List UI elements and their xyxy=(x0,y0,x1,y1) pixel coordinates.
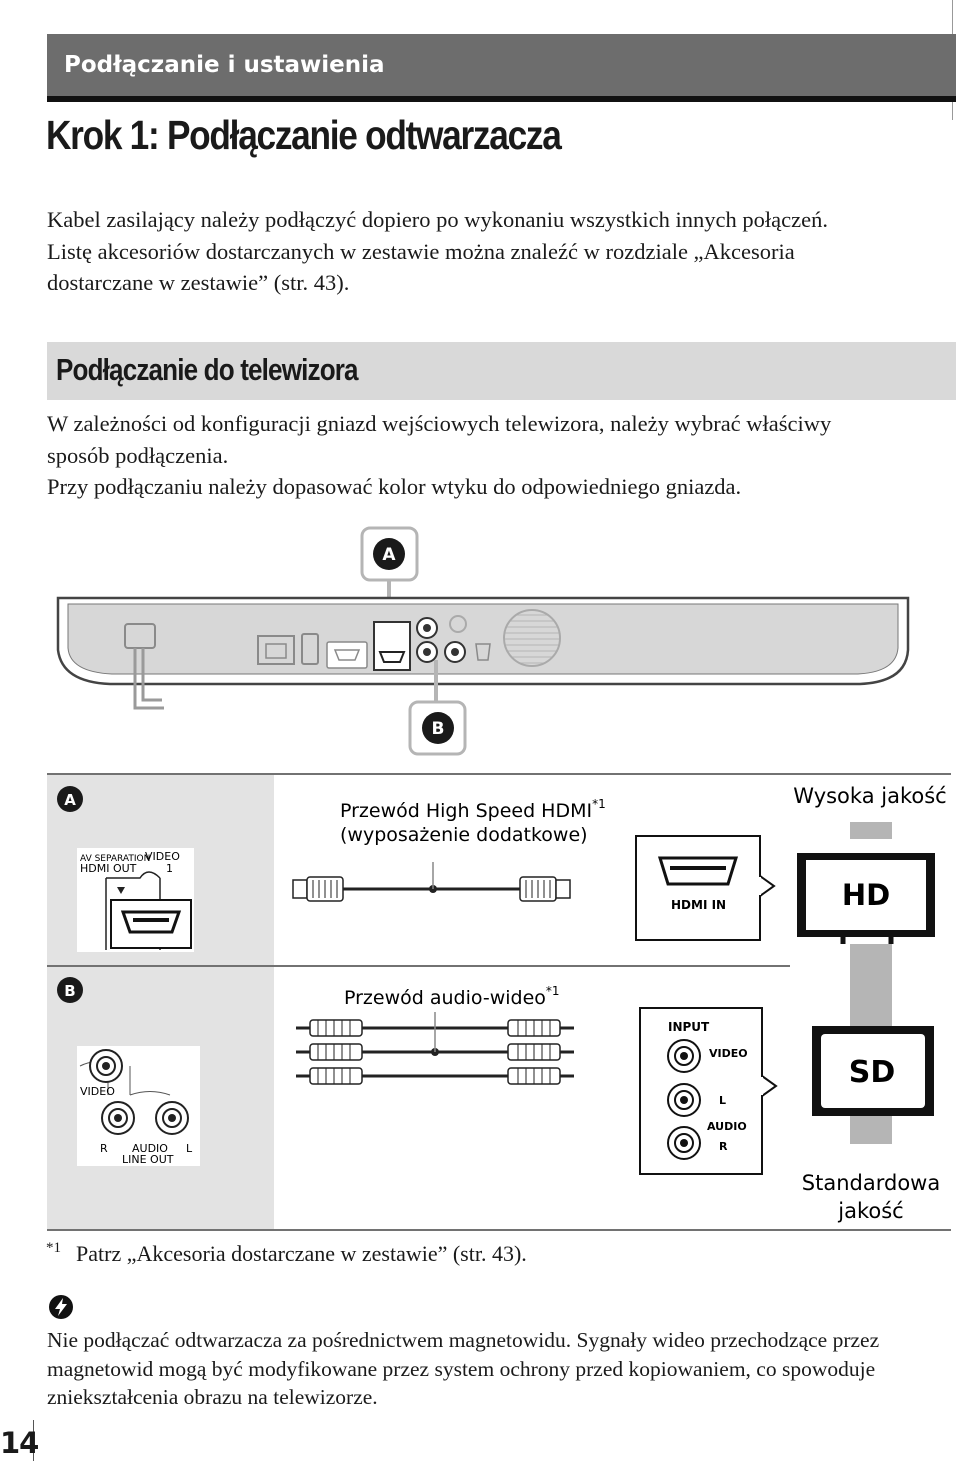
quality-standard-line1: Standardowa xyxy=(802,1171,940,1195)
intro-line: dostarczane w zestawie” (str. 43). xyxy=(47,270,350,295)
quality-standard-line2: jakość xyxy=(837,1199,903,1223)
jack-label-av-separation: AV SEPARATION xyxy=(80,854,150,864)
jack-label-video: VIDEO xyxy=(145,850,180,863)
tip-line: Nie podłączać odtwarzacza za pośrednictw… xyxy=(47,1328,880,1352)
tv-sd: SD xyxy=(812,1026,934,1116)
page-heading: Krok 1: Podłączanie odtwarzacza xyxy=(46,112,562,158)
tv-intro-paragraph: W zależności od konfiguracji gniazd wejś… xyxy=(47,408,952,503)
tv-hd-screen-label: HD xyxy=(842,878,890,912)
jack-label-hdmi-out: HDMI OUT xyxy=(80,862,137,875)
subsection-header-bar xyxy=(47,342,956,400)
jack-lineout-label: LINE OUT xyxy=(122,1153,174,1166)
tv-hd: HD xyxy=(797,853,935,944)
av-cable-icon xyxy=(296,1012,574,1085)
jack-audio-label: AUDIO xyxy=(132,1142,168,1155)
jack-video-label: VIDEO xyxy=(80,1085,115,1098)
tv-audio-label: AUDIO xyxy=(707,1120,747,1133)
page-number-rule xyxy=(33,1420,34,1461)
intro-paragraph: Kabel zasilający należy podłączyć dopier… xyxy=(47,204,952,299)
footnote-mark: *1 xyxy=(46,1240,61,1256)
tip-line: zniekształcenia obrazu na telewizorze. xyxy=(47,1385,378,1409)
footnote-text: Patrz „Akcesoria dostarczane w zestawie”… xyxy=(76,1241,527,1266)
tv-input-label: INPUT xyxy=(668,1020,710,1034)
hdmi-cable-icon xyxy=(292,862,571,902)
intro-line: Kabel zasilający należy podłączyć dopier… xyxy=(47,207,828,232)
callout-b-label: B xyxy=(432,719,445,739)
section-header-bar xyxy=(47,34,956,96)
row-a: A AV SEPARATION HDMI OUT VIDEO 1 Przewód… xyxy=(57,784,947,1026)
callout-b: B xyxy=(408,660,467,756)
jack-label-video-1: 1 xyxy=(166,862,173,875)
section-title: Podłączanie i ustawienia xyxy=(64,52,385,78)
tv-intro-line: Przy podłączaniu należy dopasować kolor … xyxy=(47,474,742,499)
av-cable-label: Przewód audio-wideo*1 xyxy=(344,984,560,1009)
connection-diagram: A B A AV SEPARA xyxy=(47,526,951,1231)
tv-port-label: HDMI IN xyxy=(671,898,726,912)
section-header-rule xyxy=(47,96,956,102)
tip-lightning-icon xyxy=(49,1295,73,1319)
intro-line: Listę akcesoriów dostarczanych w zestawi… xyxy=(47,238,795,264)
subsection-title: Podłączanie do telewizora xyxy=(56,352,359,387)
tv-intro-line: sposób podłączenia. xyxy=(47,442,229,468)
row-a-marker: A xyxy=(64,791,76,809)
row-b: B VIDEO R AUDIO L LINE OUT Przewód audio… xyxy=(57,977,940,1223)
tv-intro-line: W zależności od konfiguracji gniazd wejś… xyxy=(47,411,832,436)
tv-l-label: L xyxy=(719,1094,726,1107)
player-rear-panel xyxy=(56,596,910,710)
hdmi-cable-label: Przewód High Speed HDMI*1 xyxy=(340,797,606,822)
callout-a-label: A xyxy=(382,545,396,565)
tv-r-label: R xyxy=(719,1140,728,1153)
row-b-marker: B xyxy=(64,982,75,1000)
jack-l-label: L xyxy=(186,1142,193,1155)
quality-high-label: Wysoka jakość xyxy=(793,784,946,808)
jack-r-label: R xyxy=(100,1142,108,1155)
tv-hdmi-in-panel: HDMI IN xyxy=(635,835,776,941)
tip-paragraph: Nie podłączać odtwarzacza za pośrednictw… xyxy=(47,1326,952,1412)
page-number: 14 xyxy=(0,1426,39,1460)
tv-sd-screen-label: SD xyxy=(849,1055,896,1090)
tv-input-panel: INPUT VIDEO L AUDIO R xyxy=(639,1007,778,1175)
hdmi-cable-note: (wyposażenie dodatkowe) xyxy=(340,824,588,846)
tip-line: magnetowid mogą być modyfikowane przez s… xyxy=(47,1356,876,1381)
tv-video-label: VIDEO xyxy=(709,1047,748,1060)
